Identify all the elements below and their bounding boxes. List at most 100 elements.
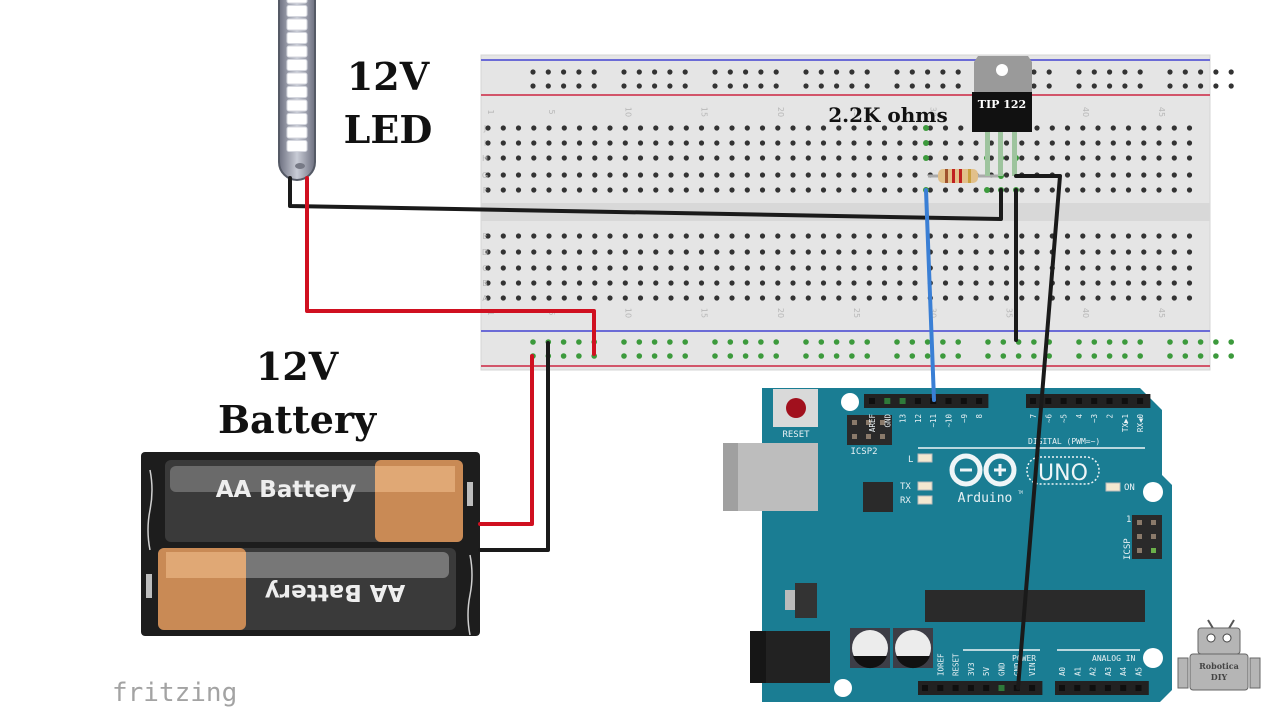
breadboard-hole[interactable] <box>1156 249 1162 255</box>
breadboard-hole[interactable] <box>1125 295 1132 301</box>
breadboard-hole[interactable] <box>714 187 720 193</box>
breadboard-hole[interactable] <box>897 295 903 301</box>
breadboard-hole[interactable] <box>881 233 888 239</box>
breadboard-hole[interactable] <box>866 172 872 178</box>
rail-hole-active[interactable] <box>667 339 673 345</box>
digital-pin[interactable] <box>1091 398 1098 404</box>
breadboard-hole[interactable] <box>500 125 506 131</box>
rail-hole[interactable] <box>894 69 900 75</box>
breadboard-hole[interactable] <box>592 172 598 178</box>
breadboard-hole-active[interactable] <box>923 140 929 146</box>
breadboard-hole[interactable] <box>836 249 842 255</box>
breadboard-hole[interactable] <box>485 125 491 131</box>
breadboard-hole[interactable] <box>790 280 796 286</box>
rail-hole[interactable] <box>1198 69 1204 75</box>
breadboard-hole[interactable] <box>851 233 857 239</box>
digital-pin[interactable] <box>976 398 983 404</box>
breadboard-hole[interactable] <box>515 265 522 271</box>
rail-hole[interactable] <box>667 83 673 89</box>
rail-hole-active[interactable] <box>1167 339 1173 345</box>
analog-pin[interactable] <box>1089 685 1096 691</box>
breadboard-hole[interactable] <box>851 172 857 178</box>
rail-hole-active[interactable] <box>727 353 734 359</box>
breadboard-hole[interactable] <box>1095 172 1101 178</box>
breadboard-hole[interactable] <box>607 249 613 255</box>
breadboard-hole[interactable] <box>653 172 659 178</box>
breadboard-hole[interactable] <box>1003 295 1010 301</box>
breadboard-hole[interactable] <box>637 295 644 301</box>
breadboard-hole[interactable] <box>927 187 933 193</box>
wire-led-positive[interactable] <box>305 176 596 356</box>
breadboard-hole[interactable] <box>912 187 918 193</box>
rail-hole[interactable] <box>667 69 673 75</box>
rail-hole[interactable] <box>803 69 809 75</box>
breadboard-hole[interactable] <box>973 155 979 161</box>
breadboard-hole[interactable] <box>500 172 506 178</box>
breadboard-hole[interactable] <box>668 155 674 161</box>
breadboard-hole[interactable] <box>1080 265 1086 271</box>
rail-hole[interactable] <box>1091 69 1097 75</box>
breadboard-hole[interactable] <box>668 295 674 301</box>
rail-hole[interactable] <box>818 83 824 89</box>
breadboard-hole[interactable] <box>805 295 811 301</box>
breadboard-hole[interactable] <box>1110 172 1116 178</box>
breadboard-hole[interactable] <box>607 280 613 286</box>
rail-hole-active[interactable] <box>1076 353 1082 359</box>
rail-hole[interactable] <box>1031 83 1037 89</box>
breadboard-hole[interactable] <box>500 155 506 161</box>
rail-hole-active[interactable] <box>742 339 749 345</box>
breadboard-hole[interactable] <box>531 155 537 161</box>
breadboard-hole[interactable] <box>607 265 613 271</box>
breadboard-hole[interactable] <box>607 125 613 131</box>
analog-pin[interactable] <box>1059 685 1065 691</box>
breadboard-hole[interactable] <box>622 249 628 255</box>
power-pin[interactable] <box>1029 685 1036 691</box>
breadboard-hole[interactable] <box>1080 280 1086 286</box>
breadboard-hole[interactable] <box>1019 155 1025 161</box>
breadboard-hole[interactable] <box>805 125 811 131</box>
breadboard-hole[interactable] <box>1064 295 1071 301</box>
digital-pin[interactable] <box>899 398 906 404</box>
breadboard-hole[interactable] <box>1186 140 1193 146</box>
breadboard-hole[interactable] <box>683 249 689 255</box>
rail-hole-active[interactable] <box>773 353 779 359</box>
breadboard-hole[interactable] <box>759 155 766 161</box>
breadboard-hole[interactable] <box>683 187 689 193</box>
breadboard-hole[interactable] <box>592 140 598 146</box>
rail-hole[interactable] <box>1167 69 1173 75</box>
rail-hole-active[interactable] <box>1228 353 1234 359</box>
breadboard-hole[interactable] <box>1186 187 1193 193</box>
digital-pin[interactable] <box>960 398 967 404</box>
wire-emitter-arduino-gnd[interactable] <box>1014 174 1062 690</box>
power-pin[interactable] <box>967 685 974 691</box>
breadboard-hole[interactable] <box>759 187 766 193</box>
breadboard-hole[interactable] <box>1064 265 1071 271</box>
breadboard-hole[interactable] <box>958 295 964 301</box>
breadboard-hole[interactable] <box>683 140 689 146</box>
breadboard-hole[interactable] <box>729 172 735 178</box>
rail-hole[interactable] <box>1198 83 1204 89</box>
rail-hole-active[interactable] <box>894 339 900 345</box>
rail-hole[interactable] <box>727 69 733 75</box>
breadboard-hole[interactable] <box>561 295 567 301</box>
breadboard-hole[interactable] <box>851 187 857 193</box>
rail-hole-active[interactable] <box>1228 339 1234 345</box>
breadboard-hole[interactable] <box>775 125 781 131</box>
breadboard-hole[interactable] <box>1095 187 1101 193</box>
breadboard-hole[interactable] <box>988 187 994 193</box>
breadboard-hole[interactable] <box>851 140 857 146</box>
breadboard-hole[interactable] <box>698 295 705 301</box>
breadboard-hole[interactable] <box>881 249 888 255</box>
breadboard-hole[interactable] <box>820 233 827 239</box>
rail-hole-active[interactable] <box>1182 339 1189 345</box>
breadboard-hole[interactable] <box>668 233 674 239</box>
breadboard-hole[interactable] <box>1019 233 1025 239</box>
breadboard-hole[interactable] <box>592 125 598 131</box>
breadboard-hole[interactable] <box>515 295 522 301</box>
breadboard-hole[interactable] <box>1064 187 1071 193</box>
breadboard-hole[interactable] <box>653 187 659 193</box>
rail-hole[interactable] <box>591 83 597 89</box>
breadboard-hole[interactable] <box>836 295 842 301</box>
breadboard-hole[interactable] <box>729 140 735 146</box>
rail-hole[interactable] <box>621 69 627 75</box>
